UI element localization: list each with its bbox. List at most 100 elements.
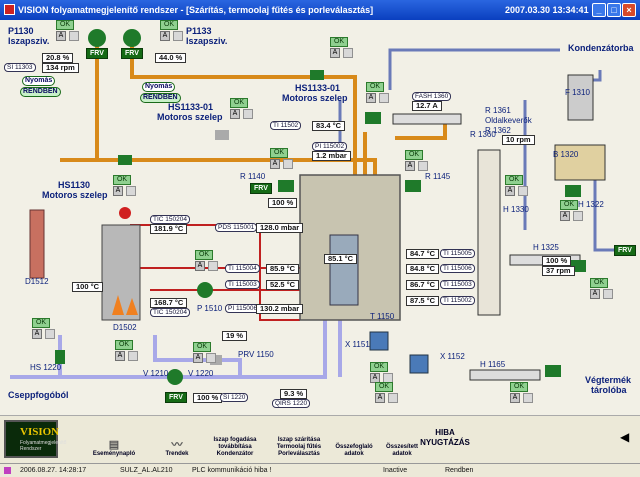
pump-v1220[interactable] <box>167 369 183 385</box>
sludge-drying-button[interactable]: Iszap szárítása Termoolaj fűtés Porlevál… <box>276 437 322 457</box>
motor-h1165[interactable] <box>545 365 561 377</box>
pump-p1130[interactable] <box>88 29 106 47</box>
sludge-receive-button[interactable]: Iszap fogadása továbbítása Kondenzátor <box>213 437 257 457</box>
screw-r1360 <box>392 113 462 125</box>
valve-hs1220[interactable] <box>55 350 65 364</box>
valve-hs1133b[interactable] <box>215 130 229 140</box>
tag-ti11502: TI 11502 <box>270 121 302 130</box>
label-r1360: R 1360 <box>470 130 496 139</box>
ti1-val: 85.9 °C <box>266 264 300 274</box>
status-indicator <box>4 467 11 474</box>
flame-icon <box>112 295 124 315</box>
pump-p1510[interactable] <box>197 282 213 298</box>
valve-hs1130[interactable] <box>118 155 132 165</box>
label-h1165: H 1165 <box>480 360 506 369</box>
minimize-button[interactable]: _ <box>592 3 606 17</box>
fan-x1151[interactable] <box>369 331 389 351</box>
status-state: Inactive <box>383 467 408 474</box>
motor-r1145[interactable] <box>405 180 421 192</box>
frv-p1130[interactable]: FRV <box>86 48 108 59</box>
trends-button[interactable]: 〰Trendek <box>165 439 189 458</box>
vision-logo: VISION Folyamatmegjelenítő Rendszer <box>4 420 66 458</box>
label-d1512: D1512 <box>25 277 49 286</box>
state-nyomas-2: Nyomás <box>142 82 176 92</box>
frv-r1140[interactable]: FRV <box>250 183 272 194</box>
close-button[interactable]: × <box>622 3 636 17</box>
label-vegtermek: Végtermék <box>585 375 632 385</box>
summary-data-button[interactable]: Összefoglaló adatok <box>335 444 373 457</box>
label-r1362: R 1362 <box>485 126 511 135</box>
label-vegtermek2: tárolóba <box>591 385 627 395</box>
p1133-pct: 44.0 % <box>155 53 187 63</box>
tag-r84-7: TI 115005 <box>440 249 475 258</box>
motor-r1360[interactable] <box>365 112 381 124</box>
motor-r1140[interactable] <box>278 180 294 192</box>
status-code: SULZ_AL.AL210 <box>120 467 173 474</box>
label-hs1130: HS1130 <box>58 180 91 190</box>
maximize-button[interactable]: □ <box>607 3 621 17</box>
label-x1152: X 1152 <box>440 352 465 361</box>
p1130-rpm: 134 rpm <box>42 63 79 73</box>
r84-8: 84.8 °C <box>406 264 440 274</box>
oil-pipes <box>60 45 447 175</box>
status-time: 2006.08.27. 14:28:17 <box>20 467 87 474</box>
qirs-pct: 9.3 % <box>280 389 308 399</box>
state-rendben-2: RENDBEN <box>140 93 181 103</box>
fash-val: 12.7 A <box>412 101 442 111</box>
tag-r86-7: TI 115003 <box>440 280 475 289</box>
event-log-button[interactable]: ▤Eseménynapló <box>92 439 136 458</box>
screw-h1165 <box>469 369 541 381</box>
valve-hs1133[interactable] <box>310 70 324 80</box>
label-x1151: X 1151 <box>345 340 370 349</box>
fan-x1152[interactable] <box>409 354 429 374</box>
pump-p1133[interactable] <box>123 29 141 47</box>
frv-p1133[interactable]: FRV <box>121 48 143 59</box>
label-p1133-sub: Iszapsziv. <box>186 36 228 46</box>
chart-icon: 〰 <box>171 439 183 451</box>
valve-prv1150[interactable] <box>210 355 222 365</box>
pi115002-val: 1.2 mbar <box>312 151 351 161</box>
label-prv1150: PRV 1150 <box>238 350 274 359</box>
label-hs1133-sub: Motoros szelep <box>282 93 348 103</box>
status-ok: Rendben <box>445 467 474 474</box>
alarm-ack-button[interactable]: HIBA NYUGTÁZÁS <box>420 428 470 447</box>
t168: 168.7 °C <box>150 298 188 308</box>
alarm-light <box>119 207 131 219</box>
tag-ti1: TI 115004 <box>225 264 260 273</box>
h1325-pct: 100 % <box>542 256 572 266</box>
frv-v1220[interactable]: FRV <box>165 392 187 403</box>
tag-pi2: PI 115006 <box>225 304 261 313</box>
motor-h1322[interactable] <box>565 185 581 197</box>
aggregated-data-button[interactable]: Összesített adatok <box>385 444 418 457</box>
label-hs1133: HS1133-01 <box>295 83 341 93</box>
label-t1150: T 1150 <box>370 312 395 321</box>
pds-val: 128.0 mbar <box>256 223 304 233</box>
frv-h1325[interactable]: FRV <box>614 245 636 256</box>
speaker-icon[interactable]: ◀ <box>620 430 630 444</box>
r1140-pct: 100 % <box>268 198 298 208</box>
status-bar: 2006.08.27. 14:28:17 SULZ_AL.AL210 PLC k… <box>0 463 640 477</box>
chimney-d1512 <box>29 209 45 279</box>
pi2-val: 130.2 mbar <box>256 304 304 314</box>
label-h1322: H 1322 <box>578 200 604 209</box>
window-title: VISION folyamatmegjelenítő rendszer - [S… <box>18 5 374 15</box>
label-p1133: P1133 <box>186 26 212 36</box>
